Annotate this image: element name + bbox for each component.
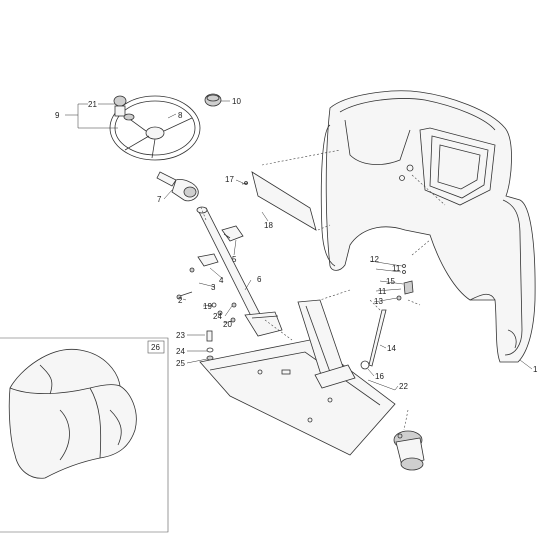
callout-20: 20: [223, 320, 232, 329]
floor-plate: [199, 339, 396, 456]
dashboard-console: [320, 90, 536, 363]
inset-frame: [0, 337, 169, 533]
pedal-bracket: [297, 299, 356, 389]
callouts: 9 21 8 10 7 17 18 5 4 3 6 2 19 24 20 23 …: [55, 97, 538, 391]
rod-and-spring: [360, 264, 414, 370]
callout-21: 21: [88, 100, 97, 109]
seat-cover: [8, 348, 137, 479]
horn-cap: [204, 93, 222, 107]
callout-4: 4: [219, 276, 224, 285]
callout-16: 16: [375, 372, 384, 381]
callout-1: 1: [533, 365, 538, 374]
steering-wheel: [109, 95, 201, 161]
alignment-lines: [199, 149, 446, 431]
callout-24-b: 24: [176, 347, 185, 356]
callout-18: 18: [264, 221, 273, 230]
callout-5: 5: [232, 255, 237, 264]
steering-coupling: [156, 171, 199, 202]
callout-7: 7: [157, 195, 162, 204]
callout-19: 19: [203, 302, 212, 311]
callout-13: 13: [374, 297, 383, 306]
bracket-lower: [197, 253, 219, 267]
callout-2: 2: [178, 296, 183, 305]
callout-11-b: 11: [378, 287, 387, 296]
callout-3: 3: [211, 283, 216, 292]
callout-24-a: 24: [213, 312, 222, 321]
callout-15: 15: [386, 277, 395, 286]
callout-17: 17: [225, 175, 234, 184]
callout-8: 8: [178, 111, 183, 120]
callout-25: 25: [176, 359, 185, 368]
callout-23: 23: [176, 331, 185, 340]
callout-10: 10: [232, 97, 241, 106]
callout-22: 22: [399, 382, 408, 391]
steering-column: [196, 206, 283, 337]
spinner-knob: [113, 95, 135, 121]
callout-9: 9: [55, 111, 60, 120]
callout-14: 14: [387, 344, 396, 353]
cover-plate: [251, 171, 317, 231]
callout-6: 6: [257, 275, 262, 284]
inset-label-box: [147, 340, 165, 354]
callout-11-a: 11: [392, 264, 401, 273]
callout-26: 26: [151, 343, 160, 352]
bolt-17: [241, 182, 249, 185]
bracket-upper: [221, 225, 244, 242]
steering-unit: [393, 430, 425, 471]
callout-12: 12: [370, 255, 379, 264]
leader-lines: [65, 100, 533, 391]
